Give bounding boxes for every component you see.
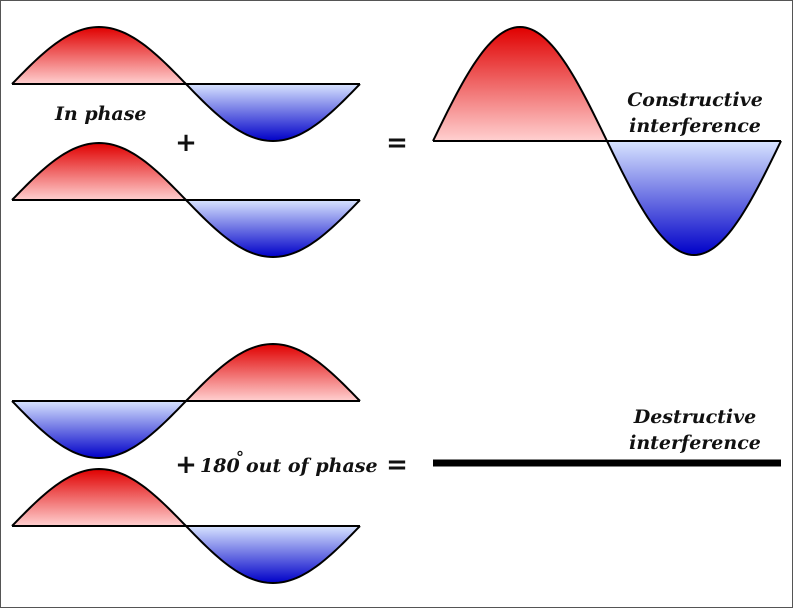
out-of-phase-label: out of phase [246,455,378,477]
wave-curve [11,141,361,259]
positive-lobe [433,27,607,141]
wave-curve [432,25,782,257]
constructive-label-line1: Constructive [627,89,763,111]
negative-lobe [12,401,186,458]
positive-lobe [12,469,186,526]
equals-sign-top: = [386,128,408,158]
positive-lobe [12,143,186,200]
out-of-phase-angle-label: 180 [200,455,240,477]
negative-lobe [186,526,360,583]
wave-curve [11,25,361,143]
degree-symbol: ° [236,448,244,467]
negative-lobe [607,141,781,255]
plus-sign-top: + [175,128,197,158]
wave-constructive-sum [432,25,782,257]
waves-layer [11,25,782,585]
wave-in-phase-1 [11,25,361,143]
destructive-label-line2: interference [629,432,761,454]
plus-sign-bottom: + [175,450,197,480]
negative-lobe [186,84,360,141]
negative-lobe [186,200,360,257]
positive-lobe [186,344,360,401]
destructive-label-line1: Destructive [633,406,757,428]
wave-curve [11,467,361,585]
wave-out-of-phase-2 [11,467,361,585]
positive-lobe [12,27,186,84]
equals-sign-bottom: = [386,450,408,480]
in-phase-label: In phase [54,103,147,125]
constructive-label-line2: interference [629,115,761,137]
wave-out-of-phase-1 [11,342,361,460]
wave-curve [11,342,361,460]
wave-in-phase-2 [11,141,361,259]
